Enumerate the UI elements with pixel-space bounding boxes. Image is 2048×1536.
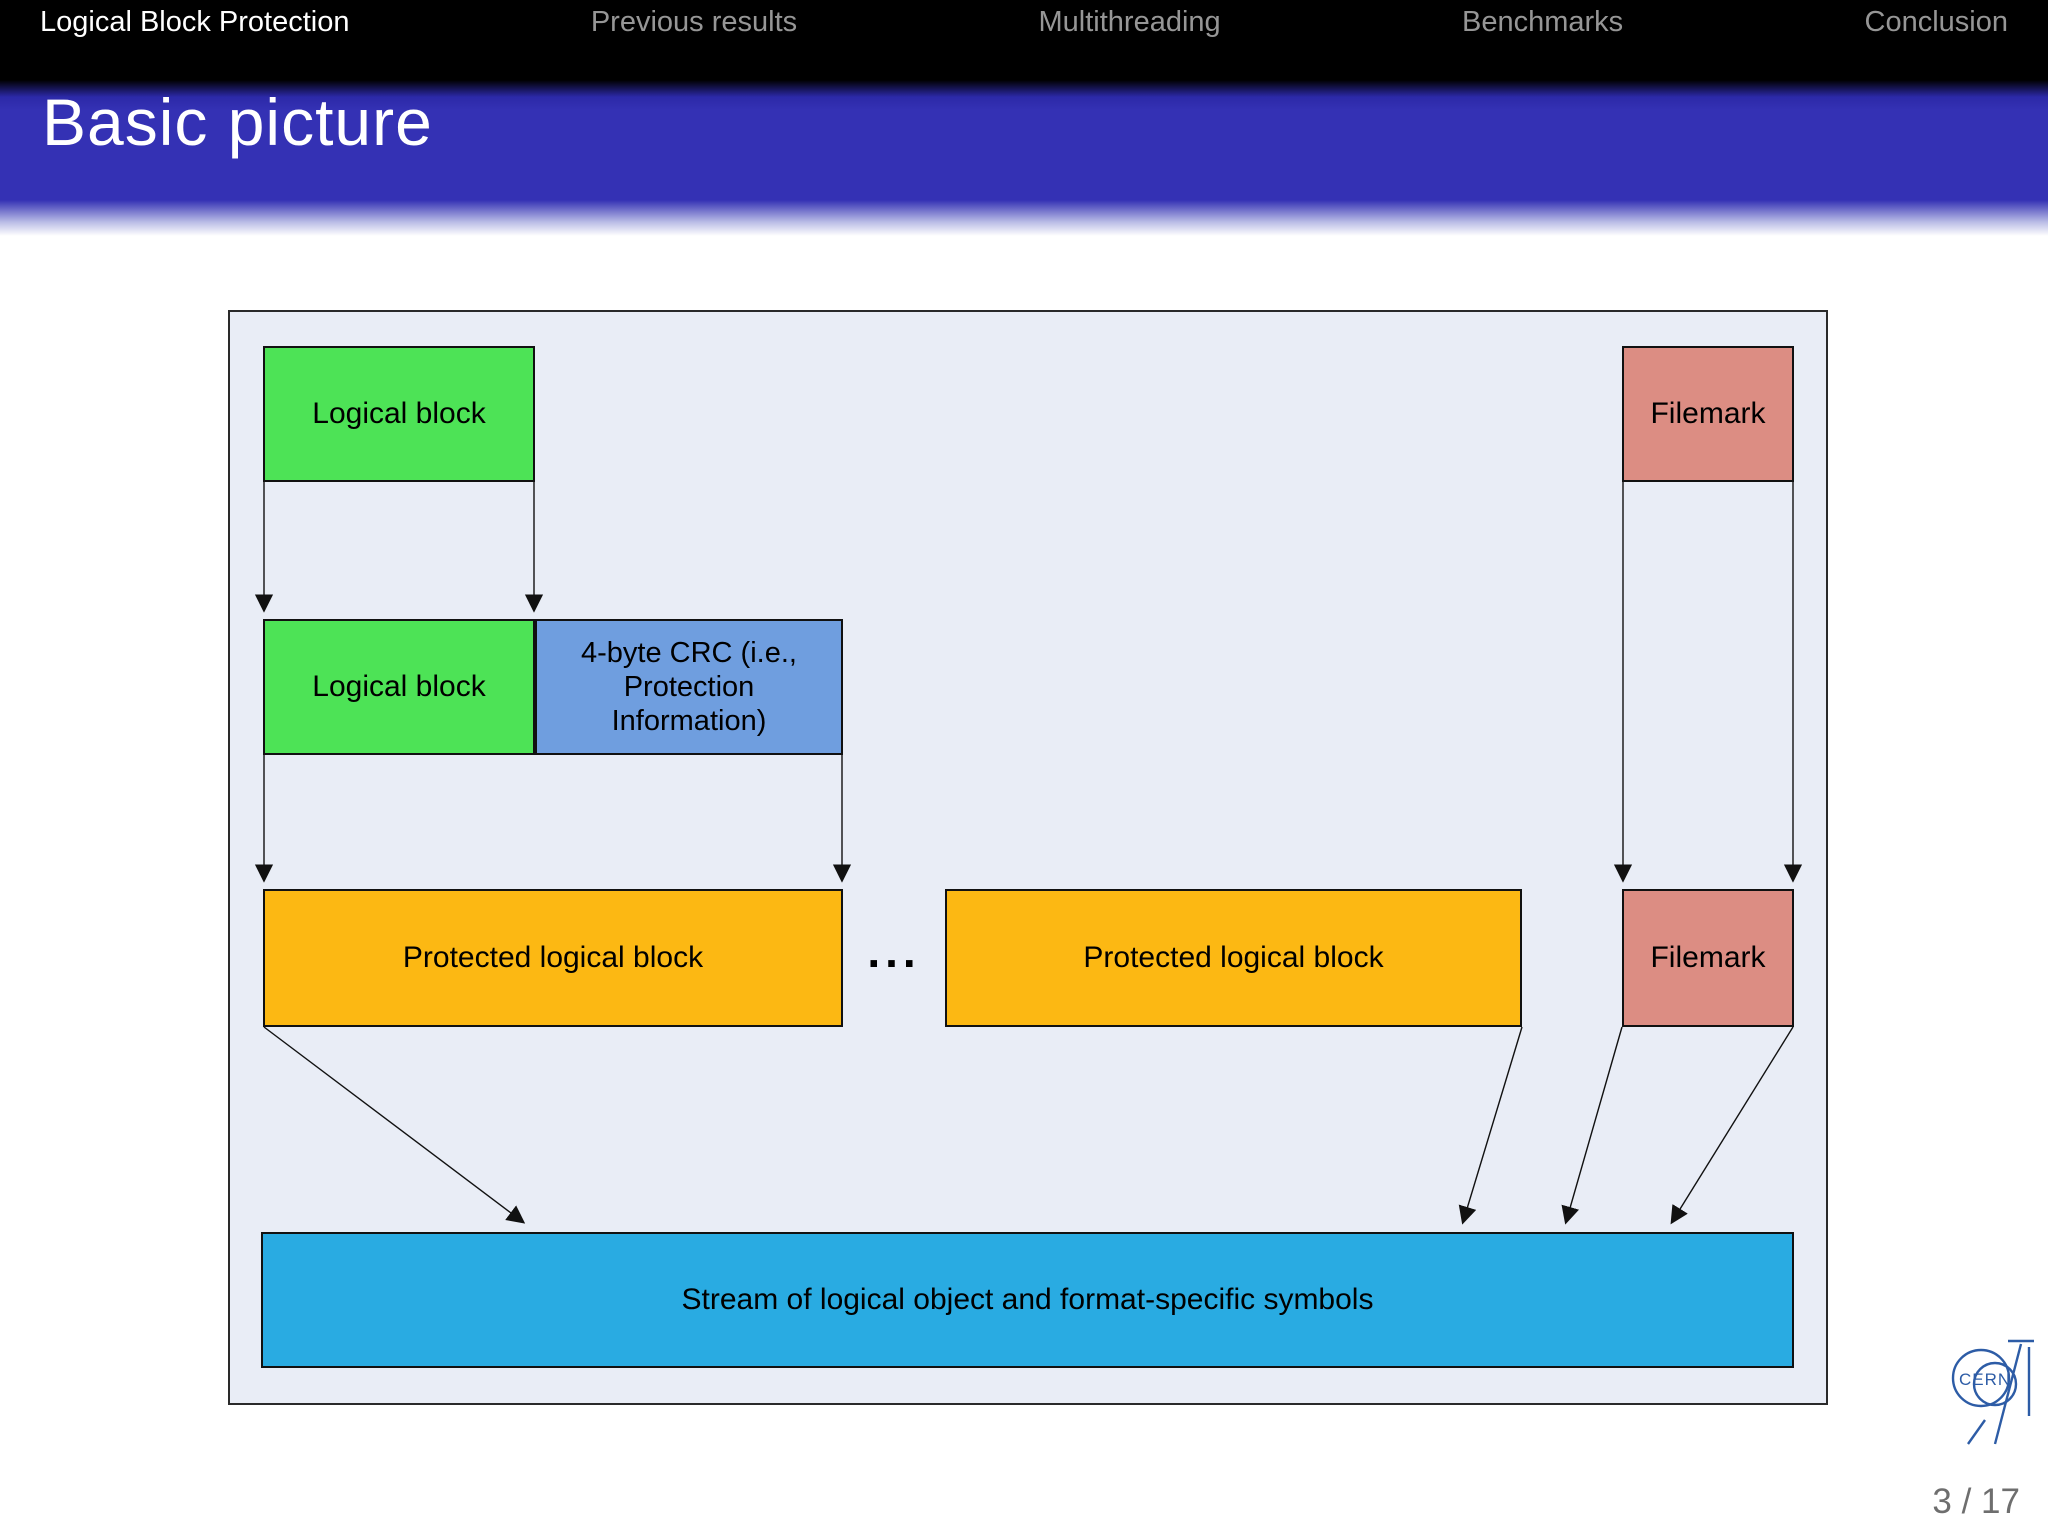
nav-item-conclusion[interactable]: Conclusion (1864, 6, 2008, 38)
block-diagram: Logical block Filemark Logical block 4-b… (228, 310, 1828, 1405)
slide-header: Logical Block Protection Previous result… (0, 0, 2048, 240)
protected-block-1-box: Protected logical block (263, 889, 843, 1027)
filemark-bottom-box: Filemark (1622, 889, 1794, 1027)
cern-logo-icon: CERN (1950, 1338, 2034, 1459)
svg-text:CERN: CERN (1959, 1370, 2011, 1389)
page-title: Basic picture (42, 85, 433, 159)
filemark-top-box: Filemark (1622, 346, 1794, 482)
nav-item-previous-results[interactable]: Previous results (590, 6, 798, 38)
stream-box: Stream of logical object and format-spec… (261, 1232, 1794, 1368)
nav-item-multithreading[interactable]: Multithreading (1038, 6, 1221, 38)
logical-block-mid-box: Logical block (263, 619, 535, 755)
ellipsis-label: ... (867, 925, 921, 977)
page-number: 3 / 17 (1932, 1482, 2020, 1521)
protected-block-2-box: Protected logical block (945, 889, 1522, 1027)
nav-item-benchmarks[interactable]: Benchmarks (1462, 6, 1624, 38)
crc-box: 4-byte CRC (i.e., Protection Information… (535, 619, 843, 755)
logical-block-top-box: Logical block (263, 346, 535, 482)
section-nav: Logical Block Protection Previous result… (0, 0, 2048, 60)
nav-item-logical-block-protection[interactable]: Logical Block Protection (40, 6, 350, 38)
